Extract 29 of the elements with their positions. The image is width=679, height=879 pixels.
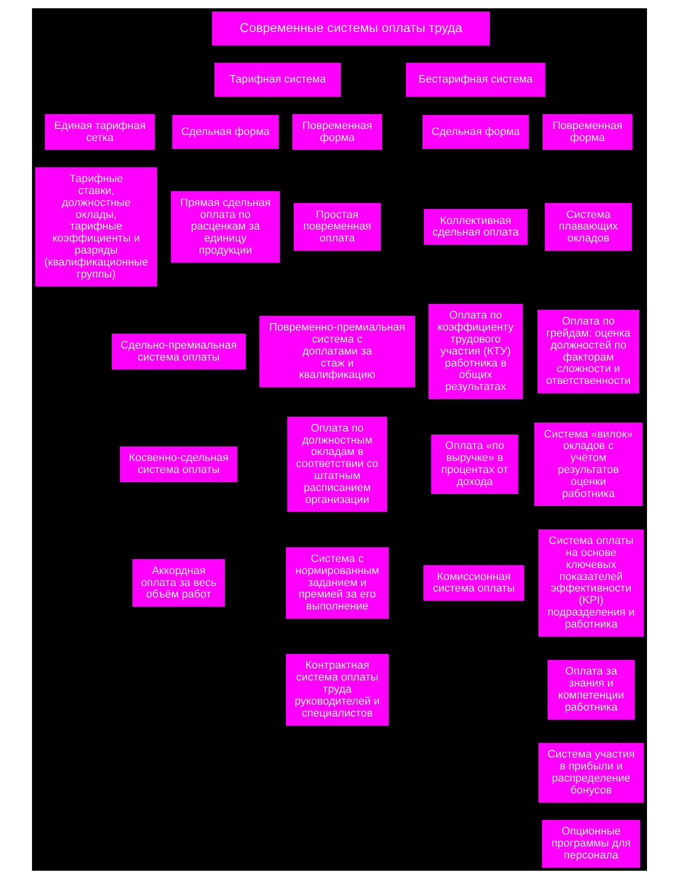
- node-box: Система участия в прибыли и распределение бонусов: [538, 742, 644, 802]
- node-box: Оплата по должностным окладам в соответствии со штатным расписанием организации: [287, 416, 388, 512]
- node-box: Сдельная форма: [422, 115, 529, 149]
- node-box: Косвенно-сдельная система оплаты: [120, 446, 238, 482]
- node-box: Комиссионная система оплаты: [423, 565, 524, 601]
- node-box: Тарифные ставки, должностные оклады, тарифные коэффициенты и разряды (квалификационные группы): [35, 167, 158, 286]
- node-box: Система плавающих окладов: [544, 203, 632, 251]
- node-box: Тарифная система: [214, 62, 341, 97]
- node-box: Система оплаты на основе ключевых показателей эффективности (KPI) подразделения и работника: [538, 529, 644, 637]
- node-box: Система с нормированным заданием и премией за его выполнение: [286, 547, 389, 619]
- node-box: Оплата за знания и компетенции работника: [548, 660, 635, 720]
- node-box: Система «вилок» окладов с учётом результатов оценки работника: [534, 422, 642, 506]
- node-box: Повременная форма: [292, 114, 382, 150]
- node-box: Оплата по коэффициенту трудового участия (КТУ) работника в общих результатах: [428, 304, 523, 400]
- node-box: Аккордная оплата за весь объём работ: [132, 559, 225, 607]
- node-box: Современные системы оплаты труда: [212, 11, 490, 46]
- node-box: Бестарифная система: [406, 62, 546, 97]
- node-box: Опционные программы для персонала: [542, 820, 640, 868]
- node-box: Сдельно-премиальная система оплаты: [112, 334, 246, 370]
- node-box: Оплата по грейдам: оценка должностей по факторам сложности и ответственности: [537, 310, 640, 394]
- node-box: Оплата «по выручке» в процентах от дохода: [431, 434, 518, 494]
- node-box: Единая тарифная сетка: [44, 114, 155, 150]
- node-box: Простая повременная оплата: [294, 203, 381, 251]
- node-box: Сдельная форма: [172, 115, 279, 149]
- node-box: Коллективная сдельная оплата: [424, 209, 528, 245]
- node-box: Контрактная система оплаты труда руководителей и специалистов: [286, 654, 389, 726]
- node-box: Повременно-премиальная система с доплатами за стаж и квалификацию: [259, 316, 416, 388]
- node-box: Прямая сдельная оплата по расценкам за единицу продукции: [170, 191, 280, 263]
- node-box: Повременная форма: [542, 114, 632, 150]
